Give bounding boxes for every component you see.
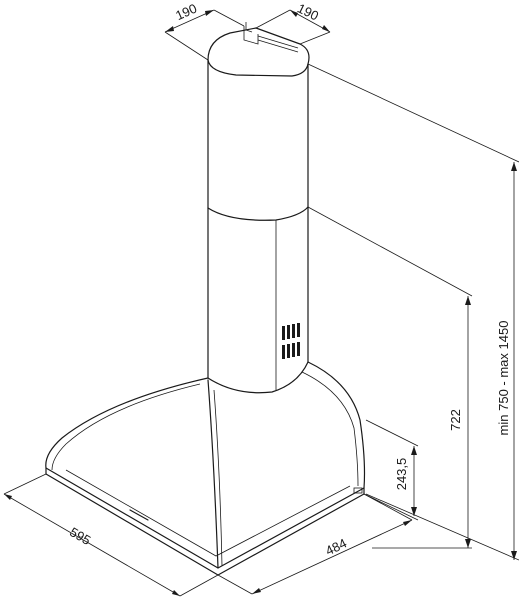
dimension-chimney-depth: 190 <box>164 1 215 33</box>
dimension-hood-height: 722 <box>448 296 471 548</box>
extension-lines <box>3 9 519 597</box>
dimension-hood-width: 595 <box>3 493 181 597</box>
dim-chimney-width-label: 190 <box>295 0 321 23</box>
upper-chimney <box>207 22 310 221</box>
canopy <box>45 361 366 576</box>
lower-chimney <box>207 206 309 394</box>
dimension-hood-depth: 484 <box>251 519 413 595</box>
dimension-chimney-width: 190 <box>289 0 331 33</box>
dim-hood-depth-label: 484 <box>323 535 349 558</box>
vent-grille-icon <box>282 323 300 359</box>
dimension-canopy-height: 243,5 <box>394 446 417 516</box>
dim-total-height-label: min 750 - max 1450 <box>496 321 511 436</box>
dimension-total-height: min 750 - max 1450 <box>496 162 517 560</box>
dim-hood-height-label: 722 <box>448 409 463 431</box>
dim-canopy-height-label: 243,5 <box>394 458 409 491</box>
dim-hood-width-label: 595 <box>67 524 93 548</box>
dim-chimney-depth-label: 190 <box>173 1 199 24</box>
